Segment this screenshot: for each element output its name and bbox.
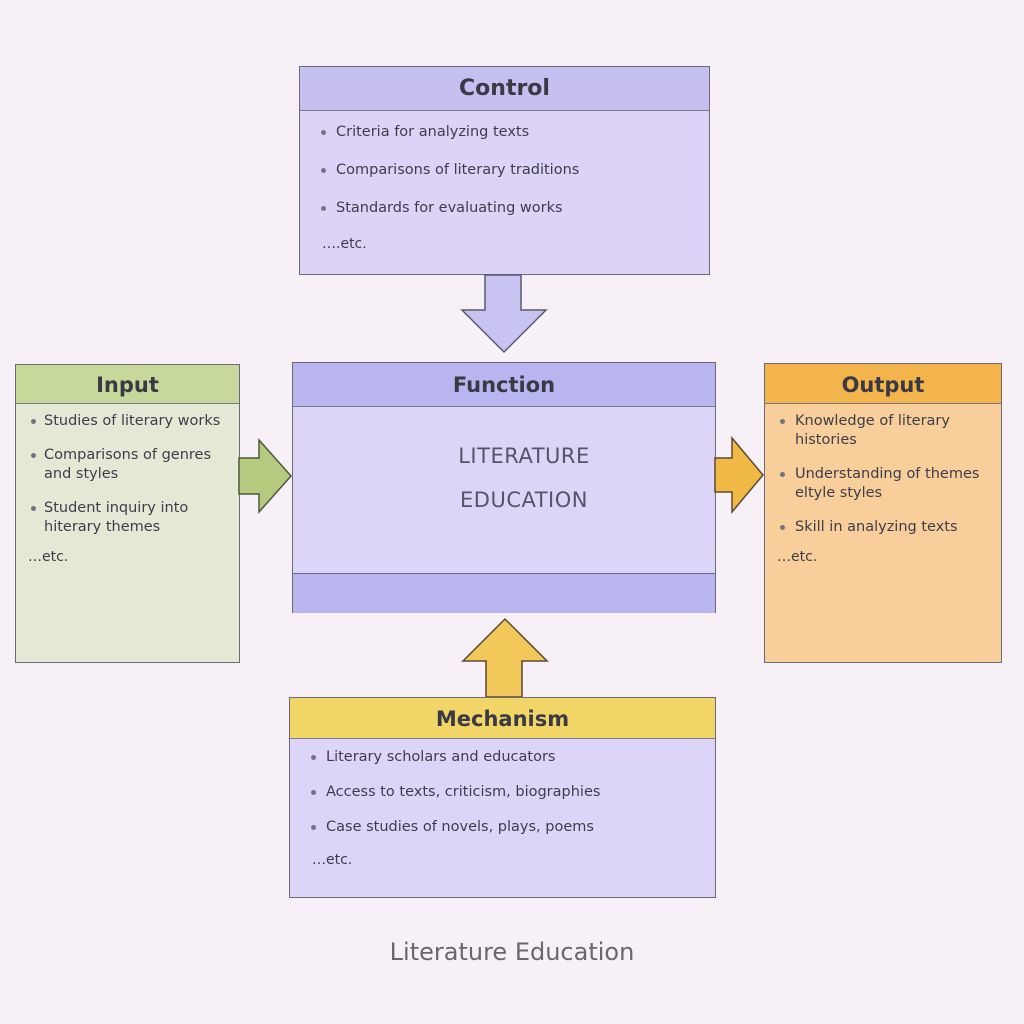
function-footer-band — [293, 573, 715, 613]
input-list: Studies of literary works Comparisons of… — [28, 412, 239, 537]
input-box: Input Studies of literary works Comparis… — [15, 364, 240, 663]
arrow-right-icon — [714, 436, 764, 514]
control-box: Control Criteria for analyzing texts Com… — [299, 66, 710, 275]
mechanism-body: Literary scholars and educators Access t… — [290, 739, 715, 868]
output-item: Understanding of themes eltyle styles — [777, 465, 1001, 503]
control-title: Control — [300, 67, 709, 111]
mechanism-box: Mechanism Literary scholars and educator… — [289, 697, 716, 898]
input-body: Studies of literary works Comparisons of… — [16, 404, 239, 565]
diagram-caption: Literature Education — [389, 938, 635, 966]
input-item: Student inquiry into hiterary themes — [28, 499, 239, 537]
control-item: Criteria for analyzing texts — [314, 122, 709, 160]
arrow-down-icon — [460, 274, 548, 354]
function-box: Function LITERATURE EDUCATION — [292, 362, 716, 613]
control-item: Comparisons of literary traditions — [314, 160, 709, 198]
input-etc: …etc. — [28, 549, 69, 565]
output-box: Output Knowledge of literary histories U… — [764, 363, 1002, 663]
mechanism-list: Literary scholars and educators Access t… — [304, 747, 715, 852]
output-body: Knowledge of literary histories Understa… — [765, 404, 1001, 565]
arrow-right-icon — [238, 438, 293, 514]
function-body: LITERATURE EDUCATION — [293, 407, 715, 573]
input-item: Comparisons of genres and styles — [28, 446, 239, 484]
mechanism-etc: …etc. — [312, 852, 353, 868]
function-title: Function — [293, 363, 715, 407]
input-item: Studies of literary works — [28, 412, 239, 431]
mechanism-item: Case studies of novels, plays, poems — [304, 817, 715, 852]
output-title: Output — [765, 364, 1001, 404]
input-title: Input — [16, 365, 239, 404]
output-item: Skill in analyzing texts — [777, 518, 1001, 537]
control-etc: ….etc. — [322, 236, 367, 252]
mechanism-item: Literary scholars and educators — [304, 747, 715, 782]
output-item: Knowledge of literary histories — [777, 412, 1001, 450]
output-etc: …etc. — [777, 549, 818, 565]
control-list: Criteria for analyzing texts Comparisons… — [314, 122, 709, 236]
control-body: Criteria for analyzing texts Comparisons… — [300, 111, 709, 252]
arrow-up-icon — [461, 617, 549, 698]
mechanism-title: Mechanism — [290, 698, 715, 739]
mechanism-item: Access to texts, criticism, biographies — [304, 782, 715, 817]
output-list: Knowledge of literary histories Understa… — [777, 412, 1001, 537]
control-item: Standards for evaluating works — [314, 198, 709, 236]
function-line-1: LITERATURE — [458, 444, 590, 468]
function-line-2: EDUCATION — [460, 488, 588, 512]
